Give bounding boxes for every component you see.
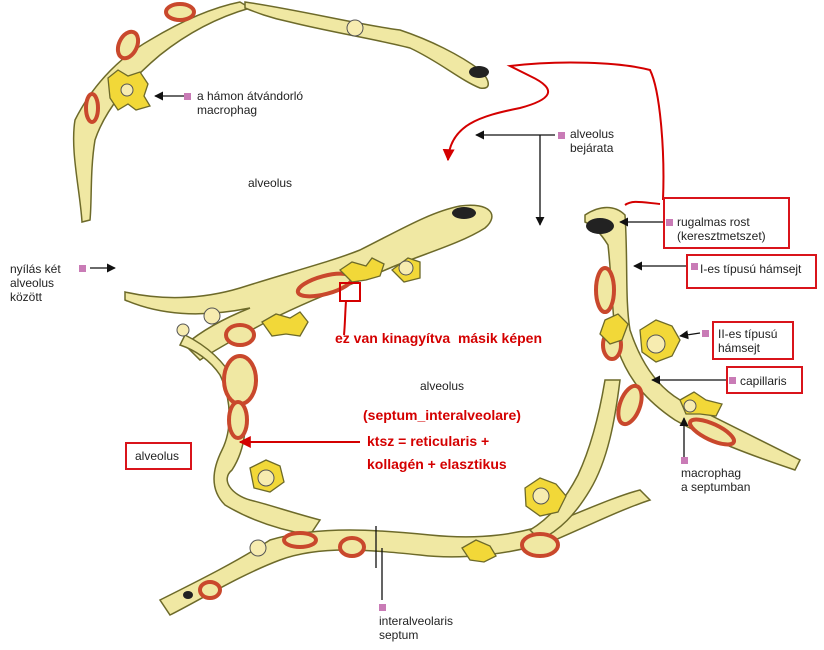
wall-bottom-septum xyxy=(158,489,652,616)
box-alveolus-left xyxy=(125,442,192,470)
capillary xyxy=(224,323,256,347)
label-alveolus-center: alveolus xyxy=(420,379,465,393)
capillary xyxy=(687,417,737,447)
marker xyxy=(558,132,565,139)
box-ii-es-hamsejt xyxy=(712,321,794,360)
capillaries xyxy=(84,2,737,600)
red-arrow-entrance xyxy=(442,61,665,201)
red-line-kinagyitva xyxy=(343,300,347,336)
marker xyxy=(184,93,191,100)
marker xyxy=(729,377,736,384)
marker xyxy=(702,330,709,337)
macrophage-cell xyxy=(599,313,629,345)
capillary xyxy=(338,536,366,558)
capillary xyxy=(84,92,100,124)
label-hamon-macrophag: a hámon átvándorló macrophag xyxy=(197,89,304,117)
box-rugalmas-rost xyxy=(663,197,790,249)
nuclei xyxy=(120,19,697,557)
elastic-fibers xyxy=(183,66,614,599)
marker xyxy=(691,263,698,270)
capillary xyxy=(198,580,222,600)
alveolar-walls xyxy=(72,1,802,616)
marker xyxy=(681,457,688,464)
zoom-box xyxy=(339,282,361,302)
annotation-septum-1: (septum_interalveolare) xyxy=(363,407,521,423)
label-i-es-hamsejt: I-es típusú hámsejt xyxy=(700,262,802,276)
macrophage-cell xyxy=(461,539,497,563)
label-alveolus-top: alveolus xyxy=(248,176,293,190)
capillary xyxy=(222,354,258,406)
box-capillaris xyxy=(726,366,803,394)
marker xyxy=(666,219,673,226)
annotation-septum-2: ktsz = reticularis + xyxy=(367,433,490,449)
capillary xyxy=(164,2,196,22)
label-macrophag-septum: macrophag a septumban xyxy=(681,466,751,494)
red-annotations xyxy=(238,61,665,448)
capillary xyxy=(594,266,616,314)
wall-top-right xyxy=(244,1,489,89)
box-i-es-hamsejt xyxy=(686,254,817,289)
red-arrow-rost xyxy=(624,200,661,206)
marker xyxy=(379,604,386,611)
macrophages xyxy=(107,69,723,563)
label-alveolus-bejarata: alveolus bejárata xyxy=(570,127,615,155)
label-nyilas: nyílás két alveolus között xyxy=(10,262,61,304)
label-rugalmas-rost: rugalmas rost (keresztmetszet) xyxy=(677,215,766,243)
capillary xyxy=(282,531,318,549)
macrophage-cell xyxy=(338,257,385,283)
annotation-septum-3: kollagén + elasztikus xyxy=(367,456,507,472)
capillary xyxy=(227,400,249,440)
capillary xyxy=(115,29,141,61)
label-alveolus-left: alveolus xyxy=(135,449,180,463)
label-ii-es-hamsejt: II-es típusú hámsejt xyxy=(718,327,778,355)
label-arrows xyxy=(90,91,726,600)
label-interalveolaris: interalveolaris septum xyxy=(379,614,454,642)
capillary xyxy=(520,532,560,558)
label-capillaris: capillaris xyxy=(740,374,787,388)
annotation-kinagyitva: ez van kinagyítva másik képen xyxy=(335,330,542,346)
macrophage-cell xyxy=(261,311,309,337)
marker xyxy=(79,265,86,272)
wall-top-left xyxy=(72,1,252,223)
capillary xyxy=(616,383,644,427)
